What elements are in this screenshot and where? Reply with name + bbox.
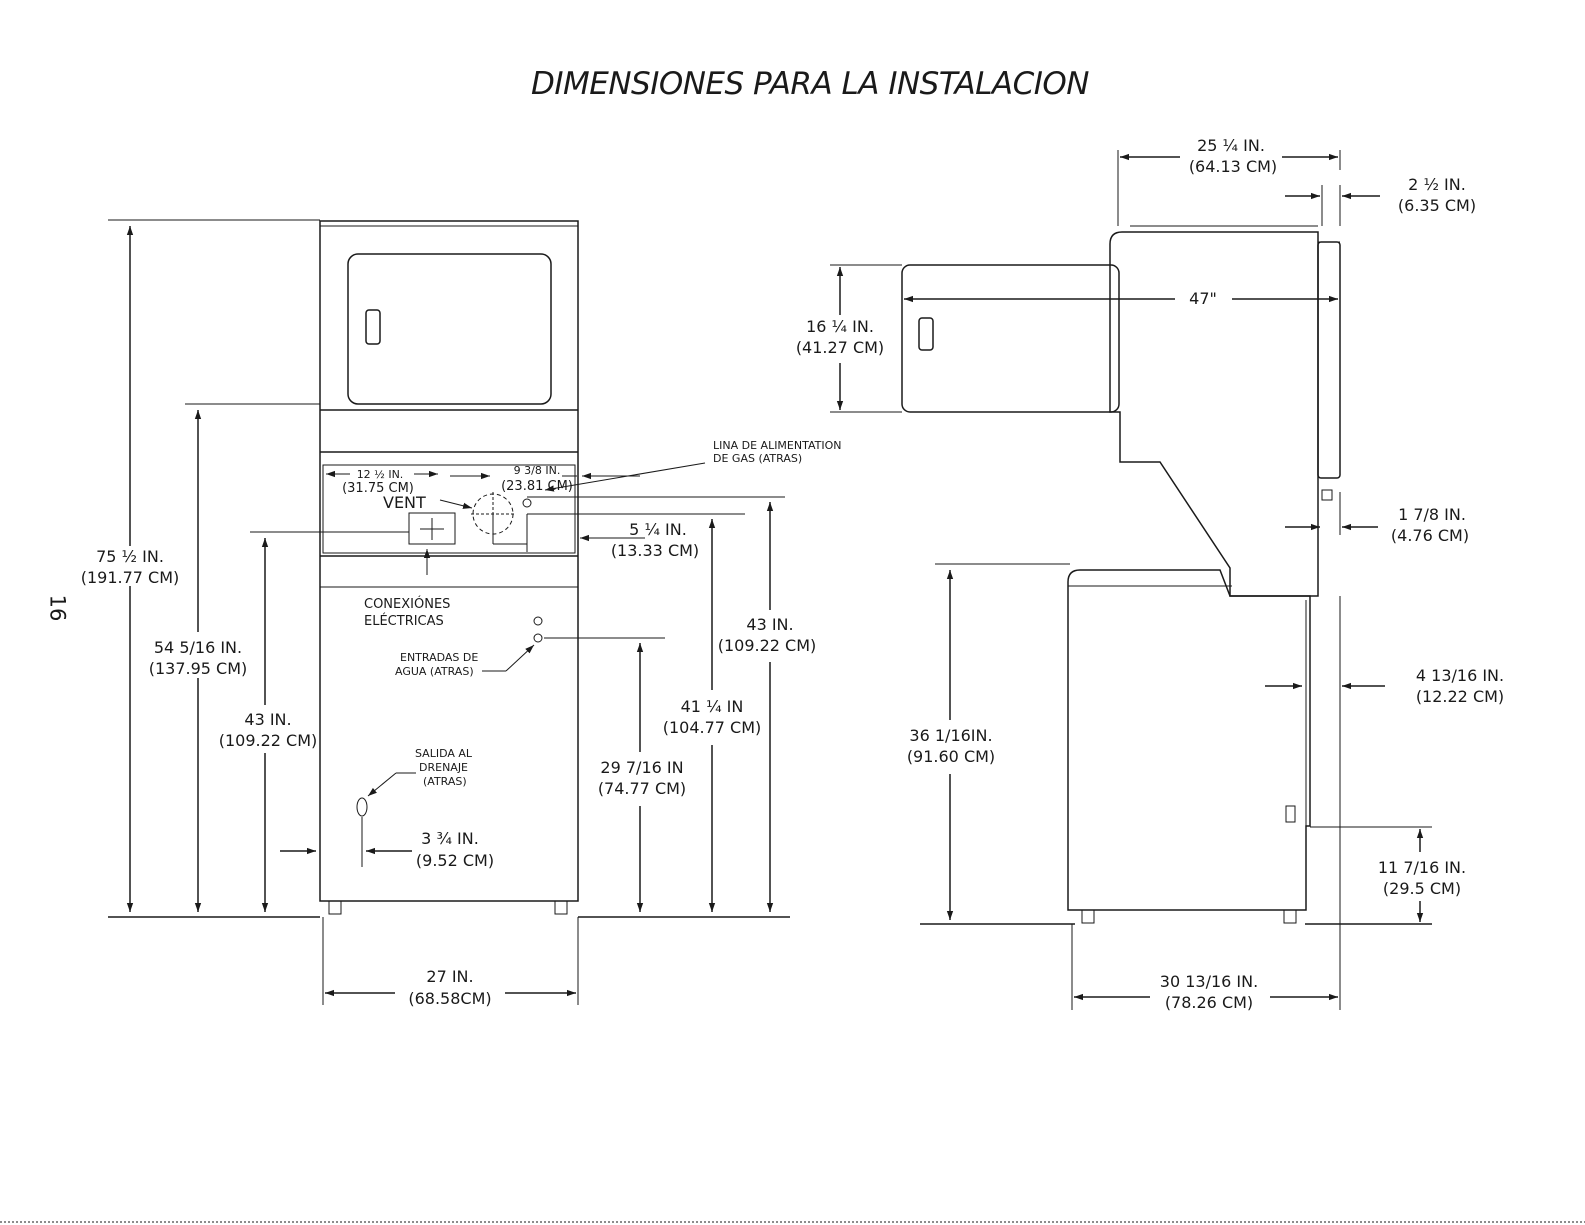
vent-offset-right-in: 9 3/8 IN. <box>514 464 561 477</box>
door-open-depth: 47" <box>1189 289 1217 308</box>
depth-bottom-in: 30 13/16 IN. <box>1160 972 1258 991</box>
depth-top-cm: (64.13 CM) <box>1189 157 1277 176</box>
drain-offset-in: 3 ¾ IN. <box>421 829 479 848</box>
door-height-cm: (41.27 CM) <box>796 338 884 357</box>
panel-depth-cm: (6.35 CM) <box>1398 196 1476 215</box>
drain-height-in: 11 7/16 IN. <box>1378 858 1466 877</box>
gas-offset-cm: (13.33 CM) <box>611 541 699 560</box>
dryer-door-handle <box>365 309 381 345</box>
water-inlets-label-2: AGUA (ATRAS) <box>395 665 474 678</box>
vent-height-cm: (109.22 CM) <box>718 636 817 655</box>
appliance-body-front <box>319 220 579 902</box>
drain-height-cm: (29.5 CM) <box>1383 879 1461 898</box>
water-inlet-cold <box>533 633 543 643</box>
panel-depth-in: 2 ½ IN. <box>1408 175 1466 194</box>
drain-offset-cm: (9.52 CM) <box>416 851 494 870</box>
vent-offset-left-cm: (31.75 CM) <box>342 481 414 496</box>
vent-offset-right-cm: (23.81 CM) <box>501 479 573 494</box>
electrical-label-2: ELÉCTRICAS <box>364 613 444 629</box>
foot-left <box>328 900 342 915</box>
electrical-box <box>408 512 456 545</box>
overall-height-in: 75 ½ IN. <box>96 547 164 566</box>
door-height-in: 16 ¼ IN. <box>806 317 874 336</box>
water-height-in: 29 7/16 IN <box>600 758 683 777</box>
rear-gap-in: 4 13/16 IN. <box>1416 666 1504 685</box>
gas-inlet <box>522 498 532 508</box>
rear-panel <box>1317 241 1341 479</box>
washer-body-side <box>1067 569 1311 911</box>
drain-label-1: SALIDA AL <box>415 747 473 760</box>
vent-height-in: 43 IN. <box>746 615 793 634</box>
depth-top-in: 25 ¼ IN. <box>1197 136 1265 155</box>
water-inlets-label-1: ENTRADAS DE <box>400 651 478 664</box>
water-inlet-hot <box>533 616 543 626</box>
side-view: 25 ¼ IN. (64.13 CM) 2 ½ IN. (6.35 CM) 16… <box>796 136 1504 1012</box>
gas-offset-in: 5 ¼ IN. <box>629 520 687 539</box>
open-door <box>901 264 1120 413</box>
foot-right <box>554 900 568 915</box>
rear-gap-cm: (12.22 CM) <box>1416 687 1504 706</box>
width-in: 27 IN. <box>426 967 473 986</box>
washer-top-height-cm: (91.60 CM) <box>907 747 995 766</box>
depth-bottom-cm: (78.26 CM) <box>1165 993 1253 1012</box>
page-title: DIMENSIONES PARA LA INSTALACION <box>530 66 1090 102</box>
overall-height-cm: (191.77 CM) <box>81 568 180 587</box>
drain-outlet <box>356 797 368 817</box>
washer-top-height-in: 36 1/16IN. <box>909 726 992 745</box>
open-door-handle <box>918 317 934 351</box>
drain-label-2: DRENAJE <box>419 761 468 774</box>
side-foot-left <box>1081 909 1095 924</box>
side-foot-right <box>1283 909 1297 924</box>
water-height-cm: (74.77 CM) <box>598 779 686 798</box>
vent-offset-left-in: 12 ½ IN. <box>357 468 404 481</box>
gas-line-label-1: LINA DE ALIMENTATION <box>713 439 842 452</box>
drain-label-3: (ATRAS) <box>423 775 467 788</box>
gas-line-label-2: DE GAS (ATRAS) <box>713 452 802 465</box>
electrical-height-cm: (109.22 CM) <box>219 731 318 750</box>
rear-offset-cm: (4.76 CM) <box>1391 526 1469 545</box>
dryer-bottom-height-in: 54 5/16 IN. <box>154 638 242 657</box>
width-cm: (68.58CM) <box>408 989 491 1008</box>
rear-offset-in: 1 7/8 IN. <box>1398 505 1466 524</box>
appliance-body-side <box>1109 231 1319 597</box>
electrical-height-in: 43 IN. <box>244 710 291 729</box>
gas-height-cm: (104.77 CM) <box>663 718 762 737</box>
gas-height-in: 41 ¼ IN <box>681 697 744 716</box>
front-view: 75 ½ IN. (191.77 CM) 54 5/16 IN. (137.95… <box>81 219 842 1008</box>
vent-label: VENT <box>383 493 426 512</box>
dryer-door <box>347 253 552 405</box>
dryer-bottom-height-cm: (137.95 CM) <box>149 659 248 678</box>
electrical-label-1: CONEXIÓNES <box>364 596 450 612</box>
